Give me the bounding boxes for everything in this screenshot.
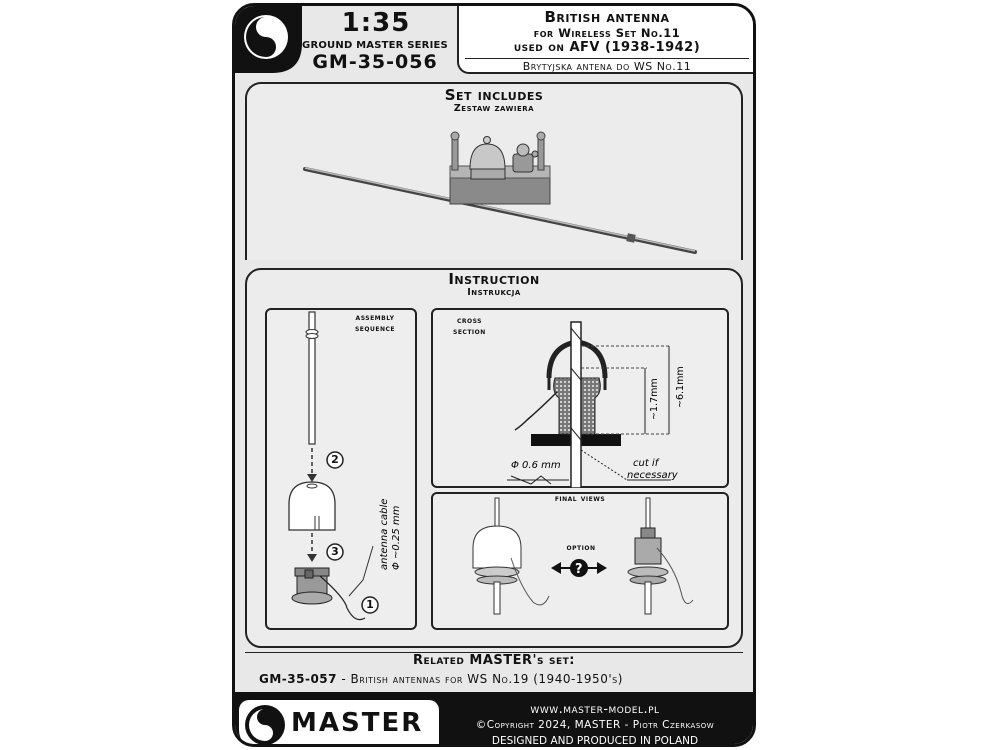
title-line2: for Wireless Set No.11 [533, 26, 681, 40]
master-logo-icon [235, 6, 302, 73]
series-label: GROUND MASTER SERIES [302, 40, 448, 51]
cut-label-1: cut if [633, 458, 660, 469]
scale-label: 1:35 [341, 8, 411, 38]
diameter-label: Φ 0.6 mm [511, 460, 561, 471]
footer-logo-icon [245, 705, 285, 744]
cross-label-2: section [453, 327, 486, 337]
related-title: Related MASTER's set: [412, 653, 576, 668]
footer-made: DESIGNED AND PRODUCED IN POLAND [491, 735, 699, 747]
related-code: GM-35-057 [259, 672, 337, 686]
title-box: British antenna for Wireless Set No.11 u… [457, 6, 753, 74]
set-includes-title: Set includes [444, 86, 544, 104]
product-code: GM-35-056 [312, 51, 438, 73]
dim-small-label: ~1.7mm [649, 378, 660, 420]
cross-section-drawing: ~1.7mm ~6.1mm Φ 0.6 mm cut if necessary [507, 321, 686, 488]
related-desc: - British antennas for WS No.19 (1940-19… [337, 672, 623, 686]
svg-text:?: ? [575, 562, 583, 577]
cable-label-1: antenna cable [379, 499, 390, 570]
instruction-card: 1:35 GROUND MASTER SERIES GM-35-056 Brit… [232, 3, 756, 747]
footer-url: www.master-model.pl [530, 702, 660, 717]
final-views-label: final views [554, 494, 606, 504]
assembly-label-1: assembly [355, 313, 395, 323]
cut-label-2: necessary [627, 470, 679, 481]
instruction-subtitle: Instrukcja [467, 287, 521, 298]
final-views-drawing: ? [472, 497, 694, 615]
step-2-label: 2 [331, 453, 339, 466]
assembly-label-2: sequence [354, 324, 395, 334]
instruction-title: Instruction [448, 270, 540, 288]
step-3-label: 3 [331, 545, 339, 558]
footer-copyright: ©Copyright 2024, MASTER - Piotr Czerkaso… [475, 719, 715, 731]
related-divider [245, 652, 743, 653]
assembly-drawing: antenna cable Φ ~0.25 mm [288, 311, 402, 621]
cross-label-1: cross [457, 316, 482, 326]
title-polish: Brytyjska antena do WS No.11 [522, 60, 692, 73]
resin-parts [449, 131, 551, 205]
title-line3: used on AFV (1938-1942) [465, 40, 749, 59]
option-label: option [566, 543, 596, 553]
title-line1: British antenna [544, 8, 670, 26]
set-includes-subtitle: Zestaw zawiera [453, 103, 535, 114]
step-1-label: 1 [366, 598, 374, 611]
assembly-sequence-box [265, 308, 417, 630]
related-line: GM-35-057 - British antennas for WS No.1… [259, 672, 739, 686]
option-icon [570, 559, 588, 577]
dim-large-label: ~6.1mm [675, 366, 686, 408]
footer-brand: MASTER [291, 708, 424, 738]
parts-illustration [303, 131, 697, 254]
cable-label-2: Φ ~0.25 mm [391, 505, 402, 570]
